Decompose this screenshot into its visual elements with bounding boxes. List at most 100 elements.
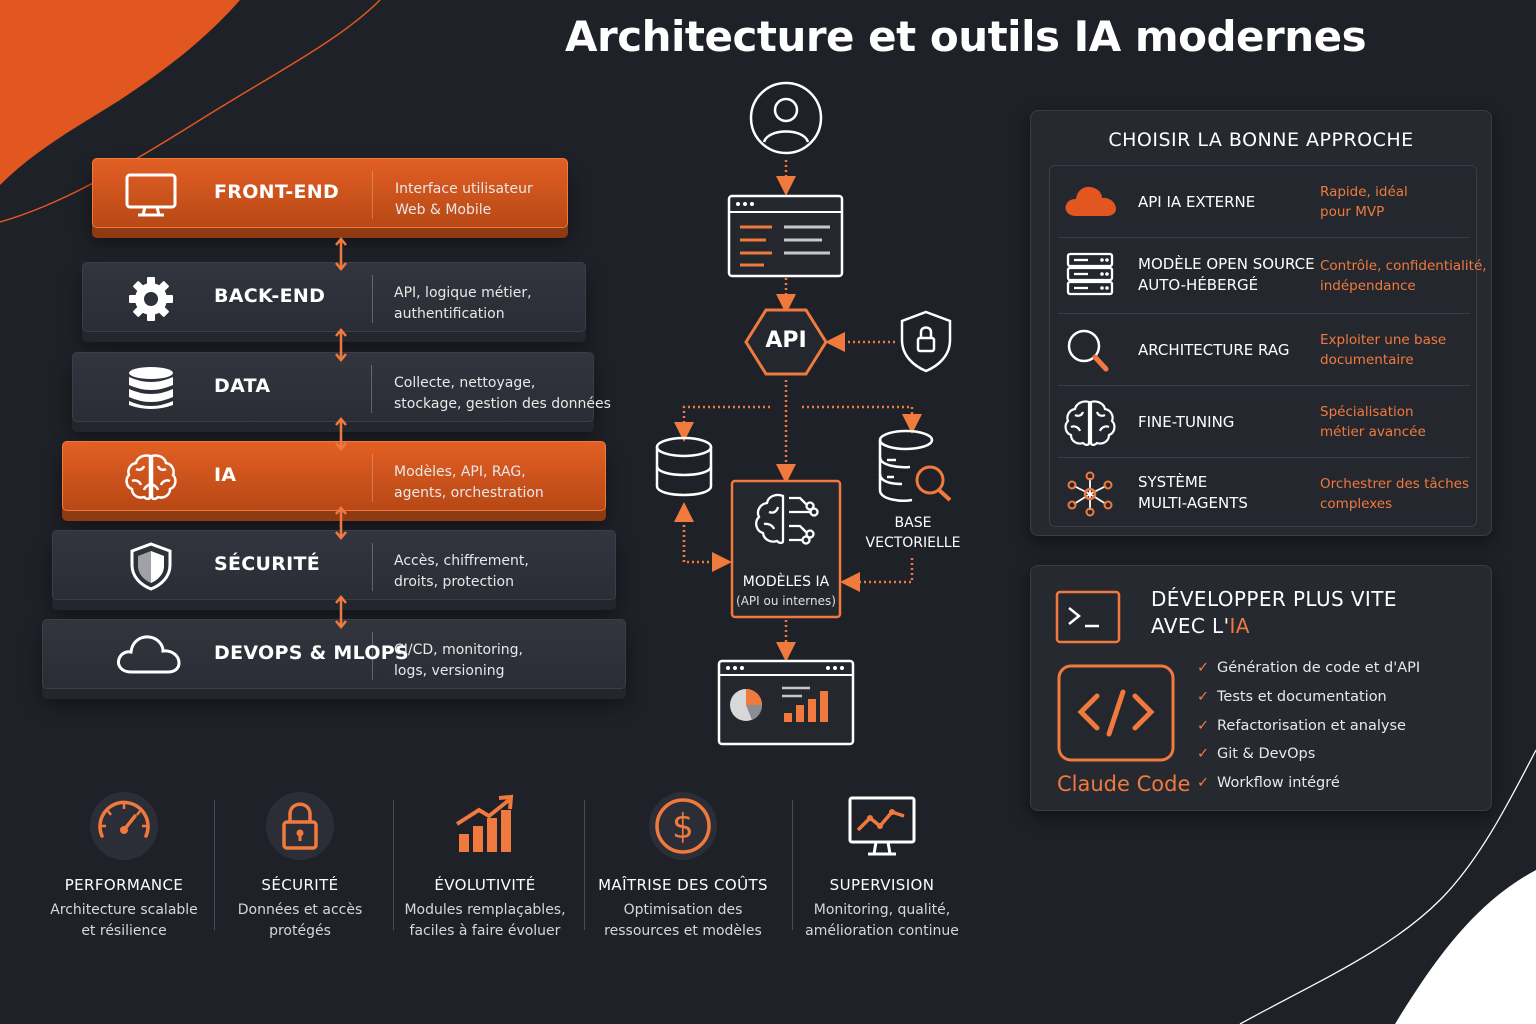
- layer-desc: API, logique métier,authentification: [394, 285, 532, 322]
- models-sublabel: (API ou internes): [736, 594, 836, 608]
- cloud-icon: [117, 635, 181, 674]
- decorative-white-wave: [1239, 749, 1536, 1024]
- approach-title: CHOISIR LA BONNE APPROCHE: [1108, 129, 1414, 151]
- check-item: ✓Git & DevOps: [1197, 746, 1316, 762]
- svg-text:$: $: [672, 807, 694, 847]
- user-icon: [749, 81, 823, 155]
- layer-data[interactable]: DATA Collecte, nettoyage,stockage, gesti…: [72, 352, 611, 422]
- row-divider: [1058, 237, 1470, 238]
- layer-devops-mlops[interactable]: DEVOPS & MLOPS CI/CD, monitoring,logs, v…: [42, 619, 626, 689]
- layer-divider: [372, 171, 373, 219]
- layer-name: DEVOPS & MLOPS: [214, 642, 409, 664]
- api-hexagon: [744, 308, 828, 376]
- approach-name: API IA EXTERNE: [1138, 193, 1256, 211]
- layer-desc: Collecte, nettoyage,stockage, gestion de…: [394, 375, 611, 412]
- layer-connector-arrow: [335, 595, 347, 629]
- brain-circuit-icon: [755, 493, 819, 545]
- benefit-supervision: SUPERVISION Monitoring, qualité,améliora…: [782, 790, 982, 942]
- terminal-icon: [1055, 590, 1121, 644]
- monitor-chart-icon: [848, 796, 916, 856]
- approach-name: ARCHITECTURE RAG: [1138, 341, 1290, 359]
- layer-divider: [371, 365, 372, 413]
- app-window-icon: [727, 194, 844, 278]
- benefit-separator: [584, 800, 585, 930]
- layer-connector-arrow: [335, 237, 347, 271]
- benefit-separator: [792, 800, 793, 930]
- benefit-separator: [214, 800, 215, 930]
- check-item: ✓Refactorisation et analyse: [1197, 718, 1406, 734]
- layer-name: IA: [214, 464, 237, 486]
- brain-icon: [1064, 400, 1116, 446]
- check-item: ✓Tests et documentation: [1197, 689, 1387, 705]
- layer-connector-arrow: [335, 417, 347, 451]
- layer-divider: [372, 275, 373, 323]
- layer-name: FRONT-END: [214, 181, 340, 203]
- row-divider: [1058, 385, 1470, 386]
- server-icon: [1066, 252, 1114, 296]
- code-icon: [1057, 664, 1175, 762]
- database-icon: [655, 436, 713, 497]
- layer-desc: CI/CD, monitoring,logs, versioning: [394, 642, 523, 679]
- benefit-desc: Modules remplaçables,faciles à faire évo…: [404, 902, 566, 939]
- dev-title: DÉVELOPPER PLUS VITE AVEC L'IA: [1151, 587, 1397, 638]
- models-box: [730, 479, 842, 619]
- lock-shield-icon: [900, 310, 952, 373]
- check-item: ✓Workflow intégré: [1197, 775, 1340, 791]
- row-divider: [1058, 457, 1470, 458]
- layer-name: DATA: [214, 375, 271, 397]
- layer-divider: [372, 543, 373, 591]
- network-icon: [1067, 471, 1113, 517]
- benefit-title: MAÎTRISE DES COÛTS: [598, 876, 768, 894]
- approach-panel: CHOISIR LA BONNE APPROCHE API IA EXTERNE…: [1030, 110, 1492, 536]
- api-label: API: [765, 328, 807, 353]
- database-icon: [129, 367, 173, 409]
- check-icon: ✓: [1197, 660, 1210, 676]
- gauge-icon: [90, 792, 158, 860]
- layer-securite[interactable]: SÉCURITÉ Accès, chiffrement,droits, prot…: [52, 530, 616, 600]
- row-divider: [1058, 313, 1470, 314]
- monitor-icon: [125, 173, 177, 217]
- layer-name: BACK-END: [214, 285, 326, 307]
- cloud-icon: [1065, 186, 1116, 216]
- benefit-desc: Monitoring, qualité,amélioration continu…: [805, 902, 959, 939]
- vector-db-search-icon: [878, 429, 952, 502]
- benefit-separator: [393, 800, 394, 930]
- brain-icon: [125, 454, 177, 501]
- check-item: ✓Génération de code et d'API: [1197, 660, 1421, 676]
- dollar-coin-icon: $: [649, 792, 717, 860]
- shield-icon: [130, 542, 172, 591]
- check-icon: ✓: [1197, 689, 1210, 705]
- layer-desc: Accès, chiffrement,droits, protection: [394, 553, 529, 590]
- layer-divider: [372, 454, 373, 502]
- layer-connector-arrow: [335, 506, 347, 540]
- layer-back-end[interactable]: BACK-END API, logique métier,authentific…: [82, 262, 586, 332]
- approach-desc: Contrôle, confidentialité,indépendance: [1320, 258, 1487, 294]
- dashboard-icon: [717, 659, 855, 746]
- check-icon: ✓: [1197, 775, 1210, 791]
- layer-ia[interactable]: IA Modèles, API, RAG,agents, orchestrati…: [62, 441, 606, 511]
- decorative-orange-wave: [0, 0, 381, 223]
- gear-icon: [129, 277, 173, 321]
- flow-diagram: [655, 81, 952, 746]
- dev-panel: DÉVELOPPER PLUS VITE AVEC L'IA Claude Co…: [1030, 565, 1492, 811]
- check-icon: ✓: [1197, 718, 1210, 734]
- layer-divider: [372, 632, 373, 680]
